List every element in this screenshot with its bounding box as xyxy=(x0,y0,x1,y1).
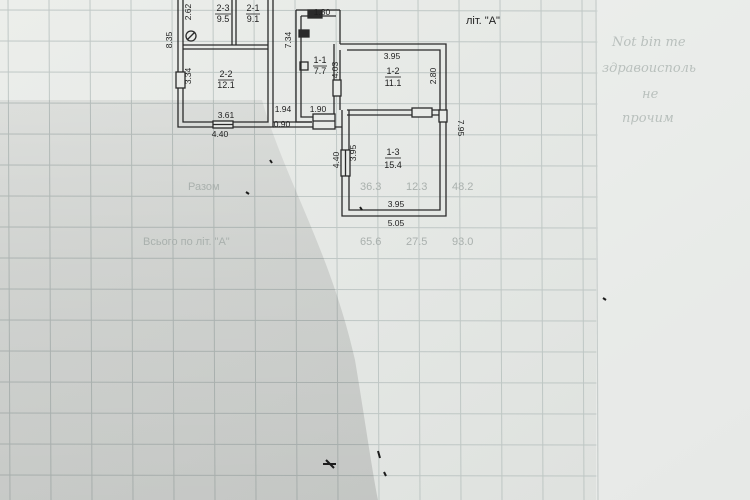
faint-handwriting: Not bin me здравоисполь не прочим xyxy=(602,35,696,126)
grid-line-vertical xyxy=(581,0,585,500)
room-21-area: 9.1 xyxy=(247,14,260,24)
dim-3-34: 3.34 xyxy=(183,67,193,84)
fixture-mark xyxy=(299,61,309,71)
room-11-area: 7.7 xyxy=(314,66,327,76)
room-22-area: 12.1 xyxy=(217,80,235,90)
right-block-inner-wall xyxy=(347,49,441,211)
dim-1-90: 1.90 xyxy=(310,104,327,114)
dim-3-61: 3.61 xyxy=(218,110,235,120)
sink-mark xyxy=(298,29,310,38)
door-13-top xyxy=(411,107,433,118)
room-13-number: 1-3 xyxy=(386,147,399,157)
grid-line-vertical xyxy=(458,0,462,500)
room-labels: 2-3 9.5 2-1 9.1 2-2 12.1 1-1 7.7 1-2 11.… xyxy=(215,3,402,170)
faint-note-line1: Not bin me xyxy=(611,35,686,50)
dim-3-95-bottom: 3.95 xyxy=(388,199,405,209)
cut-marks xyxy=(245,159,607,477)
grid-line-vertical xyxy=(417,0,421,500)
grid-line-vertical xyxy=(540,0,544,500)
dim-4-03: 4.03 xyxy=(330,61,340,78)
room-12-number: 1-2 xyxy=(386,66,399,76)
dim-1-94: 1.94 xyxy=(275,104,292,114)
faint-row1-v3: 48.2 xyxy=(452,181,473,193)
room-23-area: 9.5 xyxy=(217,14,230,24)
dim-1-80: 1.80 xyxy=(314,7,331,17)
openings xyxy=(175,9,448,177)
room-23-number: 2-3 xyxy=(216,3,229,13)
faint-row2-v2: 27.5 xyxy=(406,236,427,248)
dimension-labels: 1.80 2.62 8.35 7.34 3.34 4.03 3.95 2.80 … xyxy=(164,3,466,228)
dim-8-35: 8.35 xyxy=(164,31,174,48)
dim-7-34: 7.34 xyxy=(283,31,293,48)
faint-note-line4: прочим xyxy=(622,111,674,126)
grid-line-vertical xyxy=(499,0,503,500)
window-12-right xyxy=(438,109,448,123)
faint-row1-v1: 36.3 xyxy=(360,181,381,193)
dim-2-62: 2.62 xyxy=(183,3,193,20)
room-13-area: 15.4 xyxy=(384,160,402,170)
room-12-area: 11.1 xyxy=(385,78,402,88)
dim-4-40: 4.40 xyxy=(212,129,229,139)
right-block-outer-wall xyxy=(340,43,447,217)
window-left-side xyxy=(175,71,186,89)
faint-row1-v2: 12.3 xyxy=(406,181,427,193)
room-11-outer-wall xyxy=(295,10,312,123)
stair-mark xyxy=(307,9,323,19)
faint-note-line3: не xyxy=(642,87,659,102)
dim-3-95-vertical: 3.95 xyxy=(348,144,358,161)
dim-0-90: 0.90 xyxy=(274,119,291,129)
dim-7-95: 7.95 xyxy=(456,120,466,137)
faint-row1-label: Разом xyxy=(188,181,220,193)
faint-row2-v1: 65.6 xyxy=(360,236,381,248)
building-letter: літ. "А" xyxy=(466,15,500,27)
room-21-number: 2-1 xyxy=(246,3,259,13)
grid-line-horizontal xyxy=(0,40,599,43)
grid-line-vertical xyxy=(376,0,380,500)
stove-symbol xyxy=(185,30,197,42)
faint-note-line2: здравоисполь xyxy=(602,61,696,76)
room-22-number: 2-2 xyxy=(219,69,232,79)
dim-5-05: 5.05 xyxy=(388,218,405,228)
dim-3-95-top: 3.95 xyxy=(384,51,401,61)
door-12-left xyxy=(332,79,342,97)
dim-2-80: 2.80 xyxy=(428,67,438,84)
faint-row2-v3: 93.0 xyxy=(452,236,473,248)
faint-table: Разом 36.3 12.3 48.2 Всього по літ. "А" … xyxy=(143,181,473,248)
faint-row2-label: Всього по літ. "А" xyxy=(143,236,230,248)
grid-line-horizontal xyxy=(0,71,599,74)
dim-4-40-vertical: 4.40 xyxy=(331,151,341,168)
room-11-number: 1-1 xyxy=(313,55,326,65)
page-shadow xyxy=(0,100,378,500)
